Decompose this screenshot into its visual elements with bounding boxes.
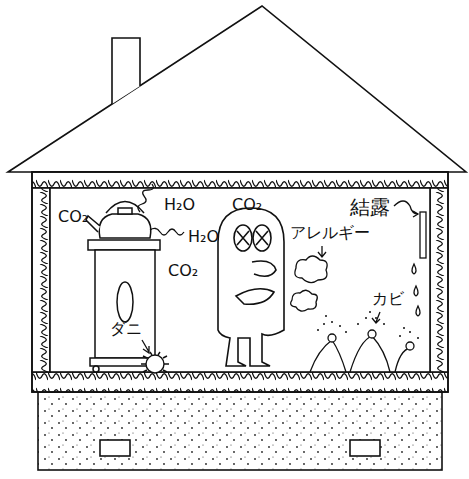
house-outline xyxy=(8,6,466,470)
kettle-heater xyxy=(86,202,160,373)
mite-symbol xyxy=(141,352,169,373)
allergy-label: アレルギー xyxy=(290,224,370,242)
vapor-label: H₂O xyxy=(188,228,219,246)
gas-label: CO₂ xyxy=(58,208,88,226)
mold-label: カビ xyxy=(372,290,404,308)
gas-label: CO₂ xyxy=(168,262,198,280)
person-figure xyxy=(218,208,284,366)
condensation-label: 結露 xyxy=(350,196,390,218)
mite-label: ダニ xyxy=(110,320,142,338)
cough-puffs xyxy=(291,256,327,311)
condensation xyxy=(412,212,426,316)
mold-growth xyxy=(310,311,419,372)
vapor-label: H₂O xyxy=(164,196,195,214)
leader-arrows xyxy=(142,201,418,353)
gas-label: CO₂ xyxy=(232,196,262,214)
